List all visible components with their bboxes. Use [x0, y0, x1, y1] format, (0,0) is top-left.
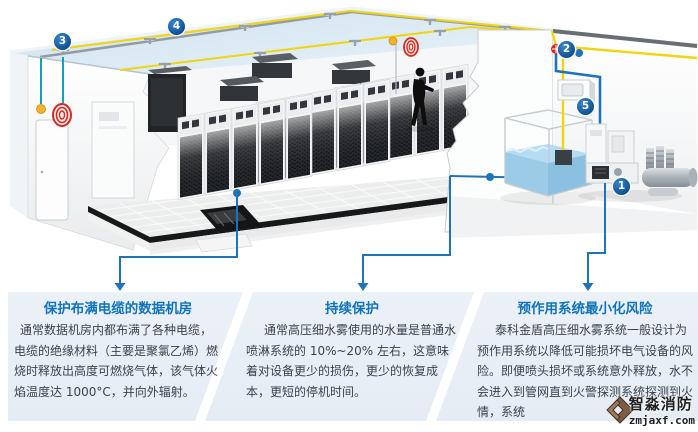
- callout-body-1: 通常数据机房内都布满了各种电缆，电缆的绝缘材料（主要是聚氯乙烯）燃烧时释放出高度…: [14, 323, 219, 399]
- sprinkler-icon: [434, 29, 446, 36]
- back-wall-detectors: [388, 36, 419, 94]
- watermark-name: 智淼消防: [628, 395, 693, 413]
- callout-box-1: 保护布满电缆的数据机房 通常数据机房内都布满了各种电缆，电缆的绝缘材料（主要是聚…: [14, 295, 222, 402]
- server-rack: [309, 88, 337, 176]
- sprinkler-icon: [254, 51, 266, 58]
- crac-unit: [91, 101, 135, 199]
- marker-1-number: 1: [617, 180, 626, 192]
- callout-body-3: 泰科金盾高压细水雾系统一般设计为预作用系统以降低可能损坏电气设备的风险。即便喷头…: [477, 323, 694, 419]
- smoke-detector-icon: [36, 104, 46, 114]
- release-panel: [557, 79, 595, 103]
- alarm-sounder-icon: [52, 103, 72, 127]
- callout-title-1: 保护布满电缆的数据机房: [43, 301, 193, 317]
- water-tank: [500, 109, 596, 205]
- server-rack: [387, 73, 415, 161]
- marker-2-number: 2: [562, 43, 571, 55]
- callout-arrow-1: [114, 189, 241, 291]
- watermark-url: zmjaxf.com: [628, 414, 695, 427]
- server-rack: [363, 78, 391, 167]
- callout-arrows: [114, 176, 606, 291]
- overhead-units: [220, 53, 376, 101]
- callout-box-3: 预作用系统最小化风险 泰科金盾高压细水雾系统一般设计为预作用系统以降低可能损坏电…: [477, 295, 693, 423]
- marker-3: 3: [54, 33, 71, 50]
- plant-room-floor: [450, 196, 697, 238]
- callout-box-2-bg: [205, 292, 474, 421]
- server-rack: [336, 83, 364, 172]
- cylinder-bank: [642, 146, 698, 196]
- left-wall-detectors: [36, 57, 72, 127]
- sprinkler-icon: [239, 24, 251, 31]
- callout-arrow-3: [582, 183, 606, 291]
- door: [35, 119, 69, 221]
- marker-1: 1: [613, 178, 630, 195]
- marker-2: 2: [558, 41, 575, 58]
- sprinkler-icon: [349, 39, 361, 46]
- callout-strip: 保护布满电缆的数据机房 通常数据机房内都布满了各种电缆，电缆的绝缘材料（主要是聚…: [0, 290, 698, 423]
- person-silhouette: [406, 67, 434, 132]
- callout-title-3: 预作用系统最小化风险: [517, 301, 653, 317]
- marker-5: 5: [577, 98, 594, 115]
- callout-box-3-bg: [436, 292, 698, 421]
- server-rack: [258, 98, 286, 187]
- server-rack: [285, 93, 313, 182]
- server-rack: [177, 112, 205, 201]
- callout-arrow-2: [357, 176, 451, 291]
- sprinkler-icon: [424, 18, 436, 25]
- callout-title-2: 持续保护: [325, 301, 379, 317]
- marker-4: 4: [168, 18, 185, 35]
- callout-body-2: 通常高压细水雾使用的水量是普通水喷淋系统的 10%~20% 左右，这意味着对设备…: [246, 323, 457, 399]
- marker-5-number: 5: [581, 100, 590, 112]
- alarm-sounder-icon: [403, 37, 419, 57]
- marker-4-number: 4: [172, 20, 181, 32]
- sprinkler-icon: [159, 62, 171, 69]
- sprinkler-icon: [324, 12, 336, 19]
- sprinkler-icon: [144, 37, 156, 44]
- zhimiao-logo-icon: [606, 396, 634, 424]
- server-rack: [231, 103, 259, 191]
- callout-box-2: 持续保护 通常高压细水雾使用的水量是普通水喷淋系统的 10%~20% 左右，这意…: [246, 295, 458, 402]
- watermark: 智淼消防 zmjaxf.com: [604, 393, 695, 427]
- marker-3-number: 3: [58, 35, 67, 47]
- server-rack: [204, 108, 232, 196]
- blue-distribution-pipe: [554, 49, 602, 163]
- smoke-detector-icon: [388, 36, 398, 46]
